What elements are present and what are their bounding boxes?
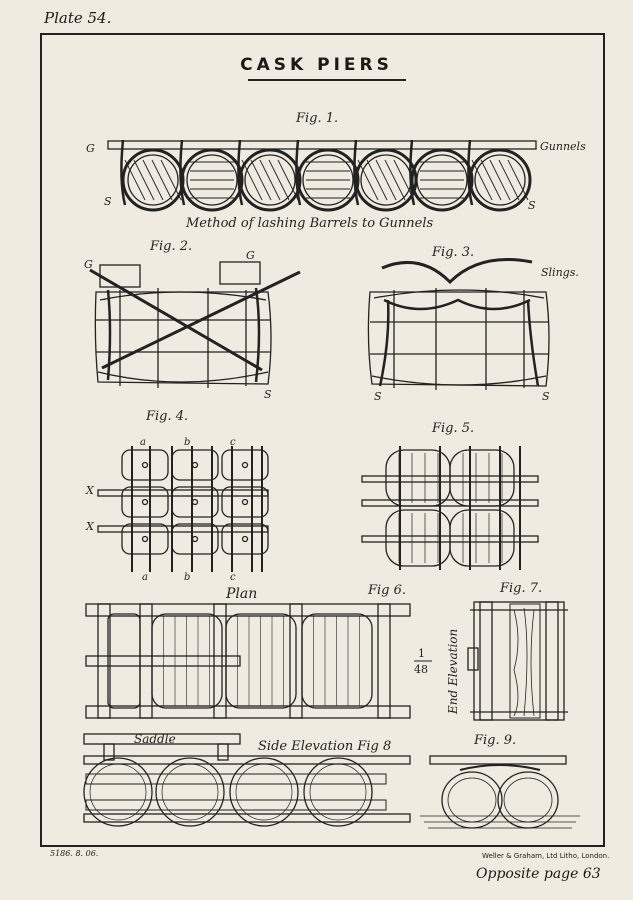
fig2-label: Fig. 2. [149,239,192,254]
fig6-plan-label: Plan [225,586,257,602]
page-title: CASK PIERS [240,55,393,75]
fig1-barrel [353,139,418,212]
fig4-label: Fig. 4. [145,409,188,424]
fig8-saddle: Saddle [134,732,176,746]
fig7-label: Fig. 7. [499,581,542,596]
fig3-label: Fig. 3. [431,245,474,260]
fig9-drawing [420,755,580,829]
fig1-s-right: S [528,199,536,212]
fig6-label: Fig 6. [367,583,406,598]
fig8-side-elevation: Side Elevation Fig 8 [258,739,391,754]
fig1-barrel [120,139,185,212]
fig5-drawing [361,446,539,570]
fig4-barrel [121,523,169,555]
fig1-barrel [237,139,302,212]
fig2-s: S [264,388,272,401]
fig3-slings: Slings. [541,266,579,279]
fig1-barrel [179,139,244,212]
fig6-barrel [151,613,223,709]
opposite-page-note: Opposite page 63 [476,866,601,882]
fig4-barrel [221,449,269,481]
fig3-s1: S [374,390,382,403]
fig6-plan-drawing [85,603,411,719]
fig5-label: Fig. 5. [431,421,474,436]
title-underline [248,79,406,81]
plate-code: 5186. 8. 06. [50,849,99,858]
fig4-drawing [97,446,269,572]
fig8-barrel [155,757,225,827]
plate-number: Plate 54. [44,9,112,27]
fig9-label: Fig. 9. [473,733,516,748]
fig2-g2: G [246,249,255,262]
fig8-barrel [229,757,299,827]
fig4-barrel [121,449,169,481]
fig2-drawing [89,261,301,388]
fig3-drawing [367,258,550,390]
fig4-c-top: c [230,437,236,448]
fig1-drawing [107,139,537,212]
printer-credit: Weller & Graham, Ltd Litho, London. [482,852,610,860]
fig5-barrel [449,449,515,507]
fig1-gunnels-label: Gunnels [540,140,586,153]
fig6-barrel [225,613,297,709]
fig2-g1: G [84,258,93,271]
fig4-x1: X [85,484,95,497]
fig1-barrel [295,139,360,212]
fig4-barrel [221,523,269,555]
plate-frame [40,33,605,847]
fig1-s-left: S [104,195,112,208]
fig1-barrel [409,139,474,212]
fig1-barrel [467,139,532,212]
fig1-caption: Method of lashing Barrels to Gunnels [185,216,434,231]
fig5-barrel [449,509,515,567]
fig6-scale-denominator: 48 [414,663,428,676]
fig4-barrel [221,486,269,518]
fig7-drawing [467,601,568,721]
fig6-barrel [301,613,373,709]
fig8-barrel [83,757,153,827]
fig8-barrel [303,757,373,827]
fig4-a-top: a [140,437,146,448]
fig4-b-top: b [184,437,190,448]
fig4-a-bottom: a [142,572,148,583]
fig1-label: Fig. 1. [295,111,338,126]
fig4-b-bottom: b [184,572,190,583]
fig7-end-elevation: End Elevation [446,629,460,715]
fig8-drawing [83,733,411,827]
fig4-c-bottom: c [230,572,236,583]
fig4-barrel [121,486,169,518]
fig3-s2: S [542,390,550,403]
fig4-x2: X [85,520,95,533]
fig6-scale-numerator: 1 [418,647,425,660]
fig1-g-label: G [86,142,95,155]
